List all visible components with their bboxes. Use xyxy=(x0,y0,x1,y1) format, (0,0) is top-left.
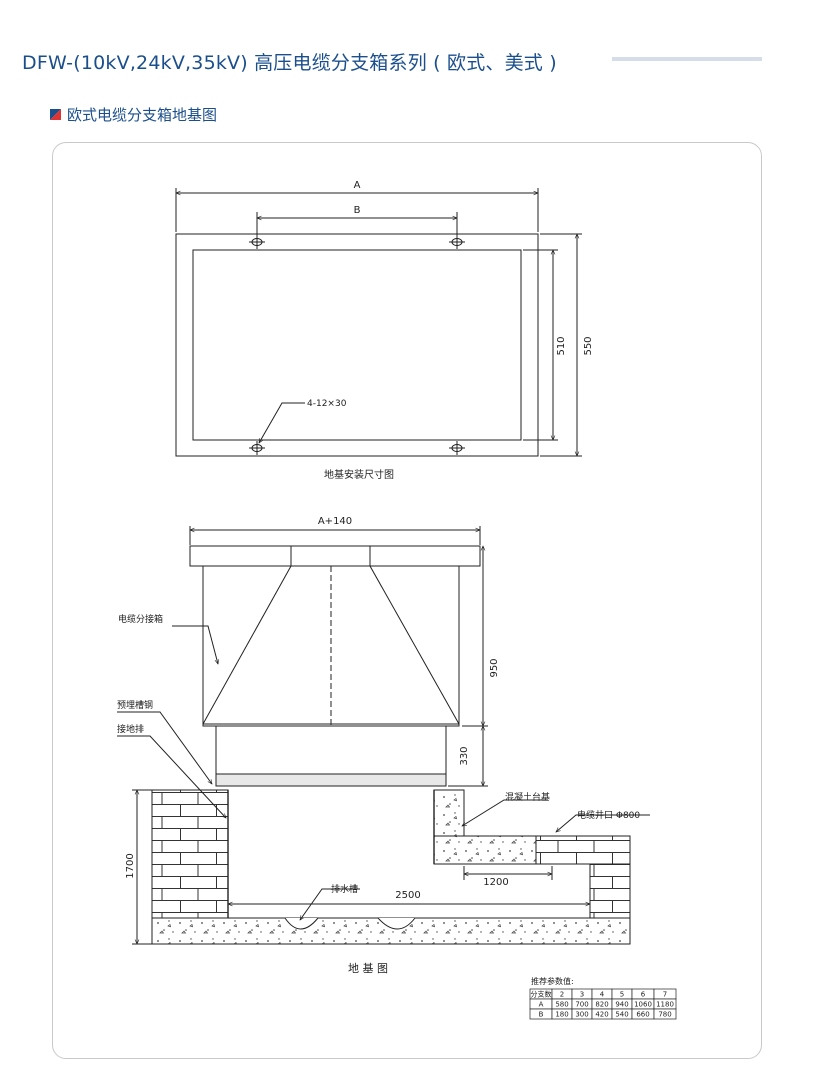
box-base xyxy=(215,725,447,775)
table-cell: 700 xyxy=(575,1001,588,1009)
table-cell: B xyxy=(539,1011,544,1019)
section-flag-icon xyxy=(50,109,61,120)
table-cell: 5 xyxy=(620,991,624,999)
table-cell: 300 xyxy=(575,1011,588,1019)
section-heading: 欧式电缆分支箱地基图 xyxy=(50,104,217,125)
dim-330-label: 330 xyxy=(459,746,470,765)
well-brick xyxy=(535,835,631,865)
label-channel: 预埋槽钢 xyxy=(117,699,153,711)
hole-note: 4-12×30 xyxy=(307,399,347,409)
table-cell: 2 xyxy=(560,991,564,999)
section-caption: 地 基 图 xyxy=(348,962,388,975)
leader-box xyxy=(172,625,218,664)
table-cell: 1060 xyxy=(634,1001,652,1009)
leader-concrete xyxy=(462,799,548,827)
label-concrete: 混凝土台基 xyxy=(505,791,550,803)
label-well: 电缆井口 Φ800 xyxy=(577,809,640,821)
page-title: DFW-(10kV,24kV,35kV) 高压电缆分支箱系列 ( 欧式、美式 ) xyxy=(22,52,557,74)
mount-holes xyxy=(249,235,465,455)
plan-caption: 地基安装尺寸图 xyxy=(324,468,394,481)
table-cell: 180 xyxy=(555,1011,568,1019)
floor-slab xyxy=(151,917,631,945)
leader-channel xyxy=(117,711,212,784)
dim-a-label: A xyxy=(354,180,361,191)
table-cell: 1180 xyxy=(656,1001,674,1009)
right-brick-wall xyxy=(589,863,631,919)
plan-inner-frame xyxy=(192,249,522,441)
table-cell: 660 xyxy=(636,1011,649,1019)
table-cell: 7 xyxy=(663,991,667,999)
table-cell: 3 xyxy=(580,991,584,999)
table-cell: 580 xyxy=(555,1001,568,1009)
table-cell: A xyxy=(539,1001,544,1009)
plan-view xyxy=(175,188,582,457)
leader-well xyxy=(556,814,650,832)
dim-1700-label: 1700 xyxy=(125,853,136,878)
section-title: 欧式电缆分支箱地基图 xyxy=(67,106,218,124)
table-caption: 推荐参数值: xyxy=(531,976,574,986)
dim-950-label: 950 xyxy=(489,658,500,677)
table-cell: 6 xyxy=(641,991,646,999)
foundation xyxy=(151,789,631,945)
dim-510-label: 510 xyxy=(556,336,567,355)
hole-leader xyxy=(258,402,305,443)
plan-outer-frame xyxy=(175,233,539,457)
leader-drain xyxy=(300,888,360,920)
label-ground: 接地排 xyxy=(117,723,144,735)
table-cell: 820 xyxy=(595,1001,608,1009)
label-drain: 排水槽 xyxy=(331,883,358,895)
table-cell: 540 xyxy=(615,1011,628,1019)
leader-ground xyxy=(117,735,226,818)
dim-b-label: B xyxy=(354,205,361,216)
left-brick-wall xyxy=(151,789,229,919)
table-cell: 420 xyxy=(595,1011,608,1019)
dim-2500-label: 2500 xyxy=(395,890,420,901)
table-cell: 4 xyxy=(600,991,605,999)
dim-550-label: 550 xyxy=(583,336,594,355)
dim-1200-label: 1200 xyxy=(483,877,508,888)
section-view xyxy=(189,526,488,787)
dim-top-label: A+140 xyxy=(318,516,352,527)
table-cell: 分支数 xyxy=(531,990,552,999)
drain-slot xyxy=(284,917,416,930)
table-cell-border xyxy=(653,1008,677,1020)
table-cell: 940 xyxy=(615,1001,628,1009)
title-rule xyxy=(612,57,762,61)
table-cell: 780 xyxy=(658,1011,671,1019)
box-roof xyxy=(189,545,481,567)
label-box: 电缆分接箱 xyxy=(118,613,163,625)
